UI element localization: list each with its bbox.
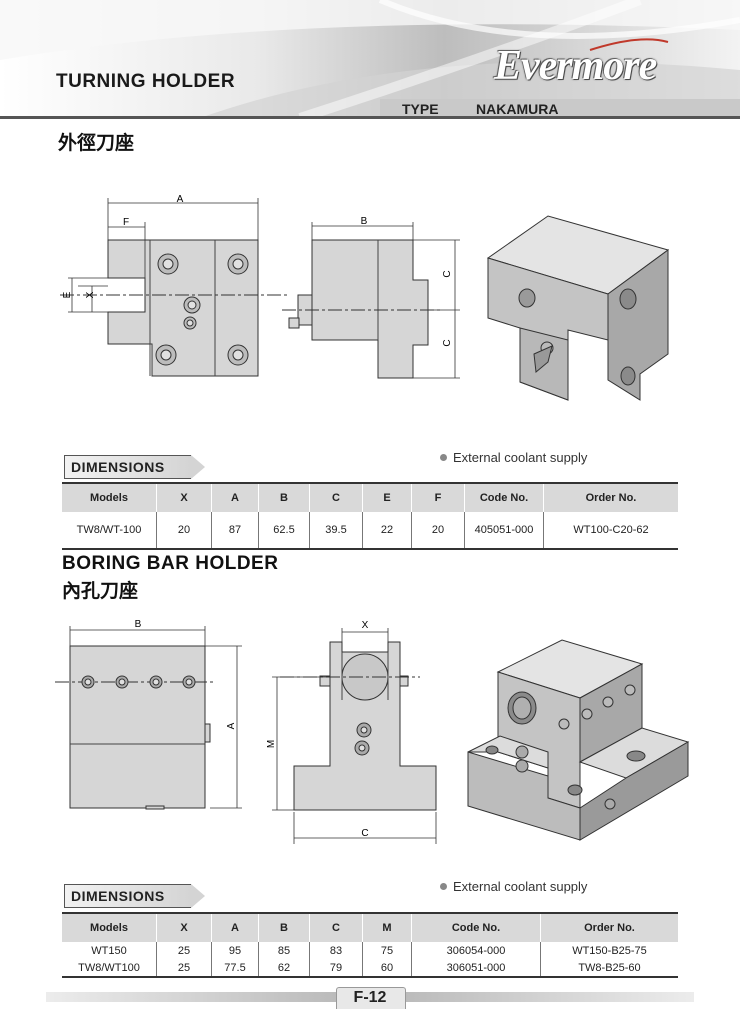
cell: 20 (156, 512, 212, 549)
table-header-row: Models X A B C E F Code No. Order No. (62, 483, 678, 512)
section1-title-cn: 外徑刀座 (58, 132, 135, 154)
boring-front-dimensions (69, 626, 242, 809)
dimensions-badge-2: DIMENSIONS (64, 884, 205, 908)
cell: WT100-C20-62 (543, 512, 678, 549)
col-order-no: Order No. (540, 913, 678, 942)
cell: 75 (362, 942, 412, 959)
cell: 62 (258, 959, 310, 977)
dim-label-f: F (123, 217, 129, 228)
table-row: TW8/WT100 25 77.5 62 79 60 306051-000 TW… (62, 959, 678, 977)
table-header-row: Models X A B C M Code No. Order No. (62, 913, 678, 942)
col-e: E (362, 483, 412, 512)
page-number: F-12 (353, 989, 387, 1006)
cell: 77.5 (211, 959, 259, 977)
dimensions-table-1: Models X A B C E F Code No. Order No. TW… (62, 482, 678, 550)
col-b: B (258, 483, 310, 512)
cell: 405051-000 (464, 512, 544, 549)
cell: 79 (309, 959, 363, 977)
header-background (0, 0, 740, 118)
cell: 20 (411, 512, 465, 549)
col-m: M (362, 913, 412, 942)
col-f: F (411, 483, 465, 512)
col-a: A (211, 913, 259, 942)
coolant-note-2: External coolant supply (440, 879, 587, 894)
boring-bar-holder-drawings: B A X M C (55, 619, 690, 844)
col-models: Models (62, 913, 157, 942)
dim-label-a: A (177, 194, 184, 205)
footer-tab (336, 987, 406, 1009)
table-row: TW8/WT-100 20 87 62.5 39.5 22 20 405051-… (62, 512, 678, 549)
cell: 306054-000 (411, 942, 541, 959)
boring-dim-label-x: X (362, 620, 369, 631)
turning-holder-iso-view (486, 215, 670, 401)
boring-dim-label-a: A (226, 722, 237, 729)
header-rule (0, 116, 740, 119)
turning-holder-drawings: A F E X B C C (60, 194, 670, 401)
dim-label-c-lower: C (442, 339, 453, 346)
boring-side-dimensions (272, 628, 437, 844)
cell: WT150 (62, 942, 157, 959)
boring-dim-label-c: C (361, 828, 368, 839)
cell: 62.5 (258, 512, 310, 549)
section2-title-cn: 內孔刀座 (62, 580, 139, 602)
boring-holder-iso-view (467, 639, 690, 841)
boring-holder-front-view (55, 645, 215, 810)
cell: TW8-B25-60 (540, 959, 678, 977)
table-row: WT150 25 95 85 83 75 306054-000 WT150-B2… (62, 942, 678, 959)
boring-dim-label-m: M (266, 740, 277, 748)
bullet-dot-icon (440, 454, 447, 461)
cell: 22 (362, 512, 412, 549)
dim-label-b: B (361, 216, 368, 227)
cell: 60 (362, 959, 412, 977)
cell: WT150-B25-75 (540, 942, 678, 959)
bullet-dot-icon (440, 883, 447, 890)
type-bar (380, 99, 740, 119)
col-code-no: Code No. (464, 483, 544, 512)
cell: 83 (309, 942, 363, 959)
col-c: C (309, 913, 363, 942)
turning-holder-front-view (60, 239, 290, 377)
cell: TW8/WT-100 (62, 512, 157, 549)
boring-dim-label-b: B (135, 619, 142, 630)
type-value: NAKAMURA (476, 101, 559, 117)
side-view-dimensions (311, 222, 460, 379)
cell: 87 (211, 512, 259, 549)
col-c: C (309, 483, 363, 512)
cell: 85 (258, 942, 310, 959)
dim-label-e: E (62, 291, 73, 298)
col-code-no: Code No. (411, 913, 541, 942)
col-b: B (258, 913, 310, 942)
brand-logo: Evermore (494, 43, 657, 89)
page-title: TURNING HOLDER (56, 71, 236, 92)
cell: 95 (211, 942, 259, 959)
col-models: Models (62, 483, 157, 512)
col-x: X (156, 913, 212, 942)
cell: 25 (156, 959, 212, 977)
cell: 25 (156, 942, 212, 959)
cell: 306051-000 (411, 959, 541, 977)
front-view-dimensions (68, 198, 259, 313)
cell: TW8/WT100 (62, 959, 157, 977)
dim-label-c-upper: C (442, 270, 453, 277)
col-x: X (156, 483, 212, 512)
dim-label-x: X (85, 291, 96, 298)
dimensions-badge-1: DIMENSIONS (64, 455, 205, 479)
turning-holder-side-view (282, 239, 440, 379)
cell: 39.5 (309, 512, 363, 549)
col-order-no: Order No. (543, 483, 678, 512)
coolant-note-1: External coolant supply (440, 450, 587, 465)
section2-title: BORING BAR HOLDER (62, 553, 279, 574)
dimensions-table-2: Models X A B C M Code No. Order No. WT15… (62, 912, 678, 978)
col-a: A (211, 483, 259, 512)
boring-holder-side-view (280, 641, 437, 811)
type-label: TYPE (402, 101, 439, 117)
